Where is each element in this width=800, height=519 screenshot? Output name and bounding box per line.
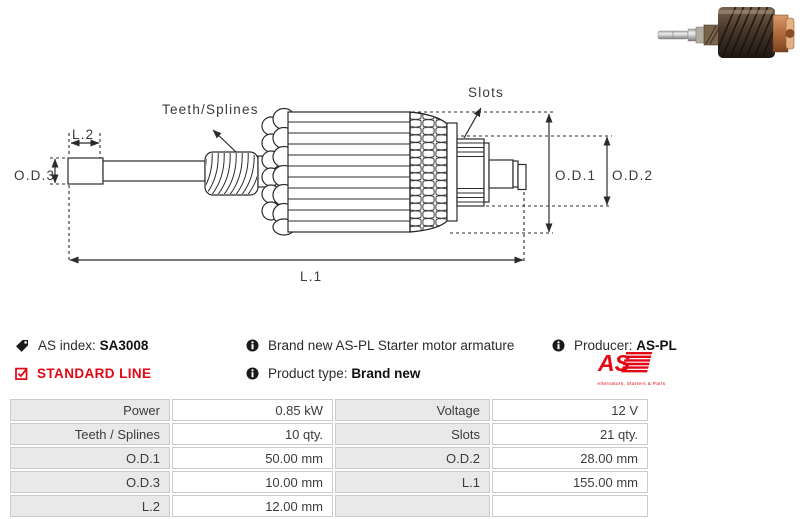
aspl-logo-mark: AS (597, 350, 653, 376)
spec-table: Power 0.85 kW Voltage 12 V Teeth / Splin… (8, 397, 650, 519)
spec-label-cell: Teeth / Splines (10, 423, 170, 445)
standard-line-row: STANDARD LINE (15, 366, 151, 381)
spec-row: Power 0.85 kW Voltage 12 V (10, 399, 648, 421)
shaft-right (488, 159, 514, 189)
spec-label-cell: O.D.2 (335, 447, 490, 469)
shaft-step (483, 142, 490, 203)
product-type-value: Brand new (351, 366, 421, 381)
armature-technical-diagram: Teeth/Splines Slots L.2 O.D.3 L.1 O.D.1 … (14, 85, 653, 284)
as-index-row: AS index: SA3008 (15, 338, 148, 353)
producer-value: AS-PL (636, 338, 677, 353)
spec-label-cell: O.D.3 (10, 471, 170, 493)
commutator (456, 138, 485, 207)
spline-gear (204, 151, 259, 196)
photo-rotor-body (718, 7, 775, 58)
product-photo[interactable] (652, 4, 797, 62)
tag-icon (15, 339, 29, 353)
spec-row: Teeth / Splines 10 qty. Slots 21 qty. (10, 423, 648, 445)
product-type-row: Product type: Brand new (246, 366, 420, 381)
spec-label-cell: Voltage (335, 399, 490, 421)
info-icon (246, 367, 259, 380)
spec-value-cell: 0.85 kW (172, 399, 333, 421)
label-teeth-splines: Teeth/Splines (162, 102, 259, 117)
label-od1: O.D.1 (555, 168, 596, 183)
info-icon (246, 339, 259, 352)
product-description: Brand new AS-PL Starter motor armature (268, 338, 515, 353)
photo-commutator (772, 14, 795, 53)
as-index-value: SA3008 (99, 338, 149, 353)
spec-value-cell: 28.00 mm (492, 447, 648, 469)
standard-line-badge: STANDARD LINE (37, 366, 152, 381)
spec-label-cell: Slots (335, 423, 490, 445)
spec-label-cell: L.1 (335, 471, 490, 493)
photo-spline-gear (703, 24, 721, 46)
shaft-end-cap (67, 157, 104, 185)
label-slots: Slots (468, 85, 504, 100)
shaft-ring (512, 160, 519, 188)
spec-value-cell: 155.00 mm (492, 471, 648, 493)
label-l2: L.2 (72, 127, 94, 142)
shaft-end-right (517, 163, 527, 191)
armature-core (287, 111, 411, 233)
spec-value-cell: 12.00 mm (172, 495, 333, 517)
spec-value-cell: 21 qty. (492, 423, 648, 445)
spec-label-cell: O.D.1 (10, 447, 170, 469)
spec-row: O.D.1 50.00 mm O.D.2 28.00 mm (10, 447, 648, 469)
spec-row: O.D.3 10.00 mm L.1 155.00 mm (10, 471, 648, 493)
spec-value-cell (492, 495, 648, 517)
spec-value-cell: 12 V (492, 399, 648, 421)
check-square-icon (15, 367, 28, 380)
aspl-logo-text: AS (597, 350, 631, 376)
armature-drawing (67, 107, 527, 236)
label-od2: O.D.2 (612, 168, 653, 183)
product-type-text: Product type: Brand new (268, 366, 420, 381)
spec-value-cell: 10 qty. (172, 423, 333, 445)
spec-label-cell: Power (10, 399, 170, 421)
spec-value-cell: 50.00 mm (172, 447, 333, 469)
aspl-logo: AS Alternators, Starters & Parts (597, 349, 666, 387)
product-type-label: Product type: (268, 366, 348, 381)
spec-label-cell: L.2 (10, 495, 170, 517)
winding-end-slots (409, 111, 448, 233)
callout-teeth-arrow (212, 129, 237, 153)
aspl-logo-tagline: Alternators, Starters & Parts (597, 382, 666, 387)
spec-label-cell (335, 495, 490, 517)
label-l1: L.1 (300, 269, 322, 284)
shaft-left (102, 160, 206, 182)
producer-row: Producer: AS-PL (552, 338, 677, 353)
as-index-text: AS index: SA3008 (38, 338, 148, 353)
spec-row: L.2 12.00 mm (10, 495, 648, 517)
description-row: Brand new AS-PL Starter motor armature (246, 338, 514, 353)
producer-label: Producer: (574, 338, 633, 353)
label-od3: O.D.3 (14, 168, 55, 183)
spec-value-cell: 10.00 mm (172, 471, 333, 493)
callout-slots-arrow (463, 107, 482, 139)
producer-text: Producer: AS-PL (574, 338, 677, 353)
as-index-label: AS index: (38, 338, 96, 353)
dimension-arrows (51, 107, 611, 264)
commutator-riser (446, 122, 458, 222)
info-icon (552, 339, 565, 352)
